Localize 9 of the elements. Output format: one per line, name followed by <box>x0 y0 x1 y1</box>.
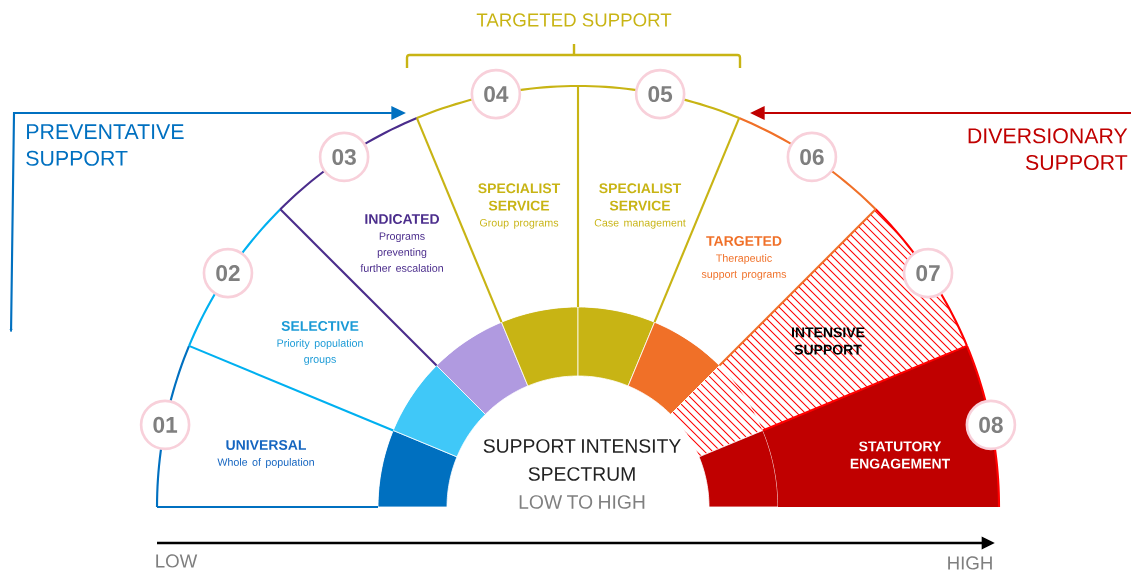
bracket-label: TARGETED SUPPORT <box>476 13 672 27</box>
center-title: SUPPORT INTENSITY SPECTRUM LOW TO HIGH <box>483 439 681 509</box>
node-label: SELECTIVE <box>281 321 359 331</box>
node-label: UNIVERSAL <box>226 440 307 450</box>
axis-label: LOW <box>156 554 198 568</box>
side-label: DIVERSIONARY SUPPORT <box>968 128 1128 171</box>
node-label: Whole of population <box>217 458 314 468</box>
side-label: PREVENTATIVE SUPPORT <box>26 124 184 166</box>
axis-label: HIGH <box>948 556 992 570</box>
